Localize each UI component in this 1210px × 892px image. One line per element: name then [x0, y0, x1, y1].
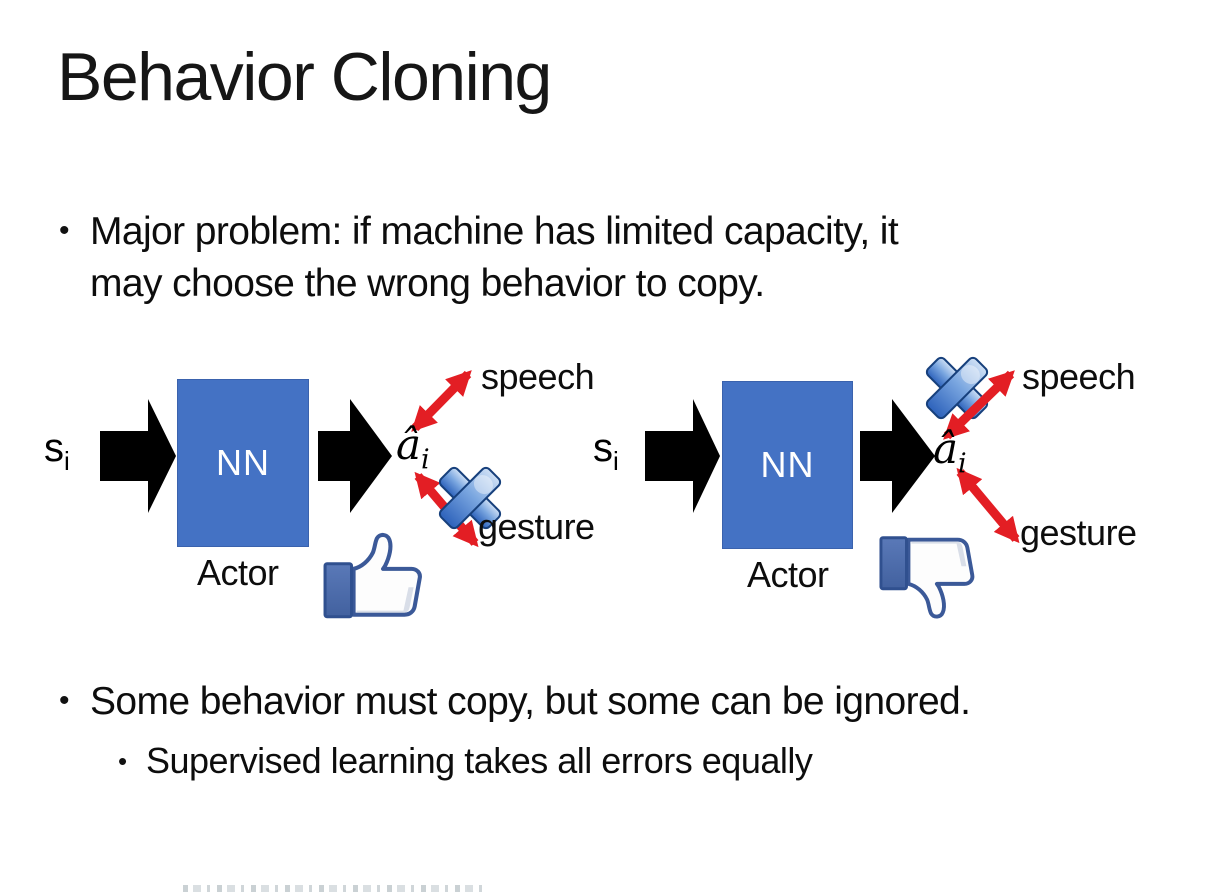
output-flow-arrow-icon: [318, 399, 392, 513]
thumbs-up-icon: [323, 532, 422, 619]
output-subscript: i: [421, 444, 430, 476]
thumbs-down-icon: [879, 536, 975, 619]
gesture-action-arrow-icon: [956, 467, 1020, 544]
speech-label: speech: [1022, 356, 1136, 397]
diagram-shapes-layer: [100, 370, 502, 548]
actor-diagram-left: si NN âi speech gesture Actor: [20, 350, 600, 642]
slide-title: Behavior Cloning: [57, 39, 552, 115]
sub-bullet: Supervised learning takes all errors equ…: [146, 740, 813, 781]
nn-box: NN: [177, 379, 309, 547]
diagram-shapes-layer: [645, 356, 1020, 544]
cross-out-icon: [438, 466, 502, 530]
output-symbol: â: [396, 420, 422, 469]
problem-bullet-line-2: may choose the wrong behavior to copy.: [90, 262, 765, 305]
predicted-action-label: âi: [396, 420, 430, 475]
speech-label: speech: [481, 356, 595, 397]
actor-caption: Actor: [747, 554, 829, 595]
nn-box: NN: [722, 381, 853, 549]
clipped-bottom-text-fragment: [183, 885, 488, 892]
predicted-action-label: âi: [933, 424, 967, 479]
output-symbol: â: [933, 424, 959, 473]
bullet-marker: •: [118, 746, 128, 776]
speech-action-arrow-icon: [411, 370, 472, 432]
input-state-label: si: [593, 426, 619, 477]
bullet-marker: •: [59, 214, 70, 247]
gesture-label: gesture: [1020, 512, 1137, 553]
input-flow-arrow-icon: [100, 399, 176, 513]
input-subscript: i: [613, 446, 619, 476]
conclusion-bullet: Some behavior must copy, but some can be…: [90, 680, 971, 723]
actor-diagram-right: si NN âi speech gesture Actor: [565, 350, 1210, 642]
actor-caption: Actor: [197, 552, 279, 593]
output-flow-arrow-icon: [860, 399, 935, 513]
input-flow-arrow-icon: [645, 399, 720, 513]
bullet-marker: •: [59, 684, 70, 717]
input-symbol: s: [44, 426, 64, 470]
input-subscript: i: [64, 446, 70, 476]
input-symbol: s: [593, 426, 613, 470]
nn-label: NN: [760, 444, 815, 485]
problem-bullet-line-1: Major problem: if machine has limited ca…: [90, 210, 899, 253]
speech-action-arrow-icon: [943, 370, 1015, 440]
gesture-label: gesture: [478, 506, 595, 547]
output-subscript: i: [958, 448, 967, 480]
input-state-label: si: [44, 426, 70, 477]
nn-label: NN: [216, 442, 270, 483]
